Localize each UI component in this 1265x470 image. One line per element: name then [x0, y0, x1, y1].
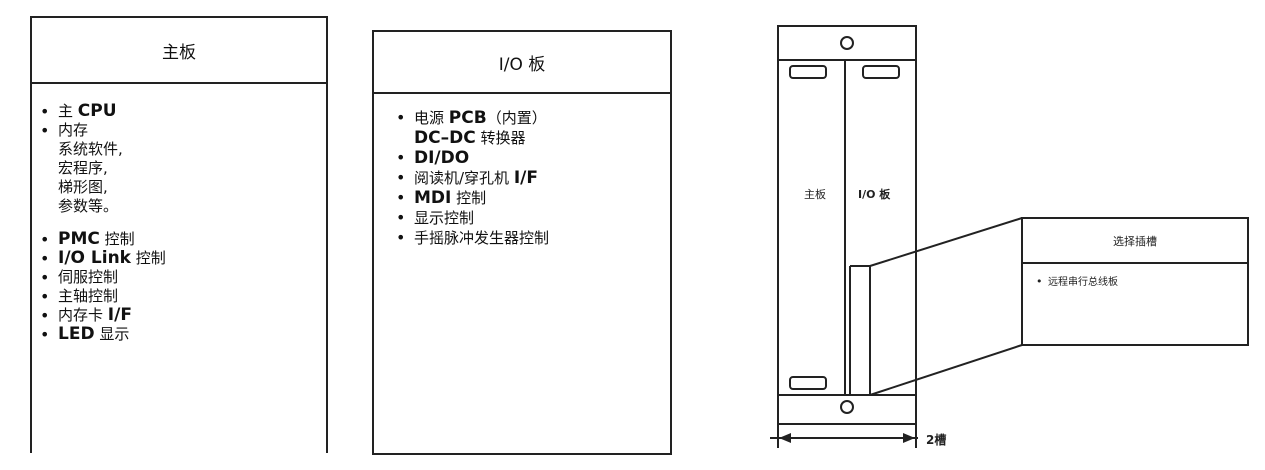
callout-line-top [869, 217, 1023, 267]
list-item: LED 显示 [36, 325, 166, 345]
main-board-function-list: 主 CPU 内存 系统软件, 宏程序, 梯形图, 参数等。 PMC 控制 I/O… [36, 102, 166, 345]
list-item: 伺服控制 [36, 268, 166, 287]
latch-main-bottom [789, 376, 827, 390]
main-board-title: 主板 [32, 18, 326, 84]
slot-label-main: 主板 [804, 187, 826, 201]
list-item: 内存 系统软件, 宏程序, 梯形图, 参数等。 [36, 121, 166, 216]
list-item: 阅读机/穿孔机 I/F [392, 168, 549, 188]
arrow-right [903, 433, 915, 443]
list-item: 电源 PCB（内置） DC–DC 转换器 [392, 108, 549, 148]
list-item: 手摇脉冲发生器控制 [392, 228, 549, 248]
slot-label-io: I/O 板 [858, 187, 891, 201]
list-item: 内存卡 I/F [36, 306, 166, 326]
latch-io-top [862, 65, 900, 79]
list-item: DI/DO [392, 148, 549, 168]
callout-title: 选择插槽 [1113, 234, 1157, 248]
callout-item: 远程串行总线板 [1048, 275, 1118, 288]
list-item: 显示控制 [392, 208, 549, 228]
list-item: PMC 控制 [36, 230, 166, 250]
list-item: 主 CPU [36, 102, 166, 122]
io-board-function-list: 电源 PCB（内置） DC–DC 转换器 DI/DO 阅读机/穿孔机 I/F M… [392, 108, 549, 248]
io-board-box: I/O 板 电源 PCB（内置） DC–DC 转换器 DI/DO 阅读机/穿孔机… [372, 30, 672, 455]
option-slot-callout [1021, 217, 1249, 346]
callout-bullet: • [1036, 275, 1043, 288]
io-board-title: I/O 板 [374, 32, 670, 94]
width-label: 2槽 [926, 432, 946, 447]
arrow-left [779, 433, 791, 443]
list-item: I/O Link 控制 [36, 249, 166, 269]
mounting-hole-bottom [840, 400, 854, 414]
rack-frame [777, 25, 917, 425]
list-item: MDI 控制 [392, 188, 549, 208]
mounting-hole-top [840, 36, 854, 50]
list-item: 主轴控制 [36, 287, 166, 306]
latch-main-top [789, 65, 827, 79]
callout-line-bottom [869, 344, 1023, 396]
main-board-box: 主板 主 CPU 内存 系统软件, 宏程序, 梯形图, 参数等。 PMC 控制 … [30, 16, 328, 453]
